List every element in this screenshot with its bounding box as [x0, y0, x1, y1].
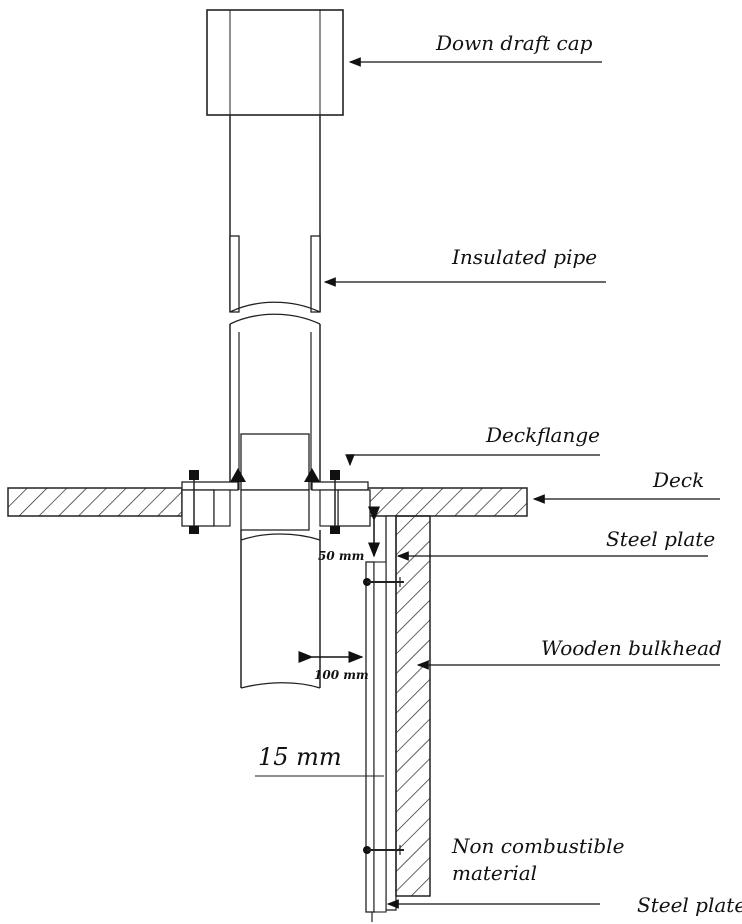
pipe-below-deck: [240, 530, 321, 689]
wooden-bulkhead: [395, 515, 431, 897]
label-insulated-pipe: Insulated pipe: [451, 245, 597, 269]
label-steel-plate-bottom: Steel plate: [637, 893, 742, 917]
label-wooden-bulkhead: Wooden bulkhead: [541, 636, 722, 660]
down-draft-cap: [206, 9, 344, 116]
label-deck: Deck: [652, 468, 704, 492]
label-deckflange: Deckflange: [485, 423, 600, 447]
label-material: material: [452, 861, 537, 885]
dimension-15mm-label: 15 mm: [258, 743, 342, 771]
dimension-50mm-label: 50 mm: [318, 549, 364, 563]
deck-flange: [181, 468, 371, 534]
label-non-combustible: Non combustible: [451, 834, 624, 858]
heat-shield: [363, 561, 404, 922]
dimension-100mm-label: 100 mm: [314, 668, 369, 682]
label-down-draft-cap: Down draft cap: [435, 31, 593, 55]
insulated-pipe: [229, 115, 321, 491]
label-steel-plate-top: Steel plate: [606, 527, 715, 551]
